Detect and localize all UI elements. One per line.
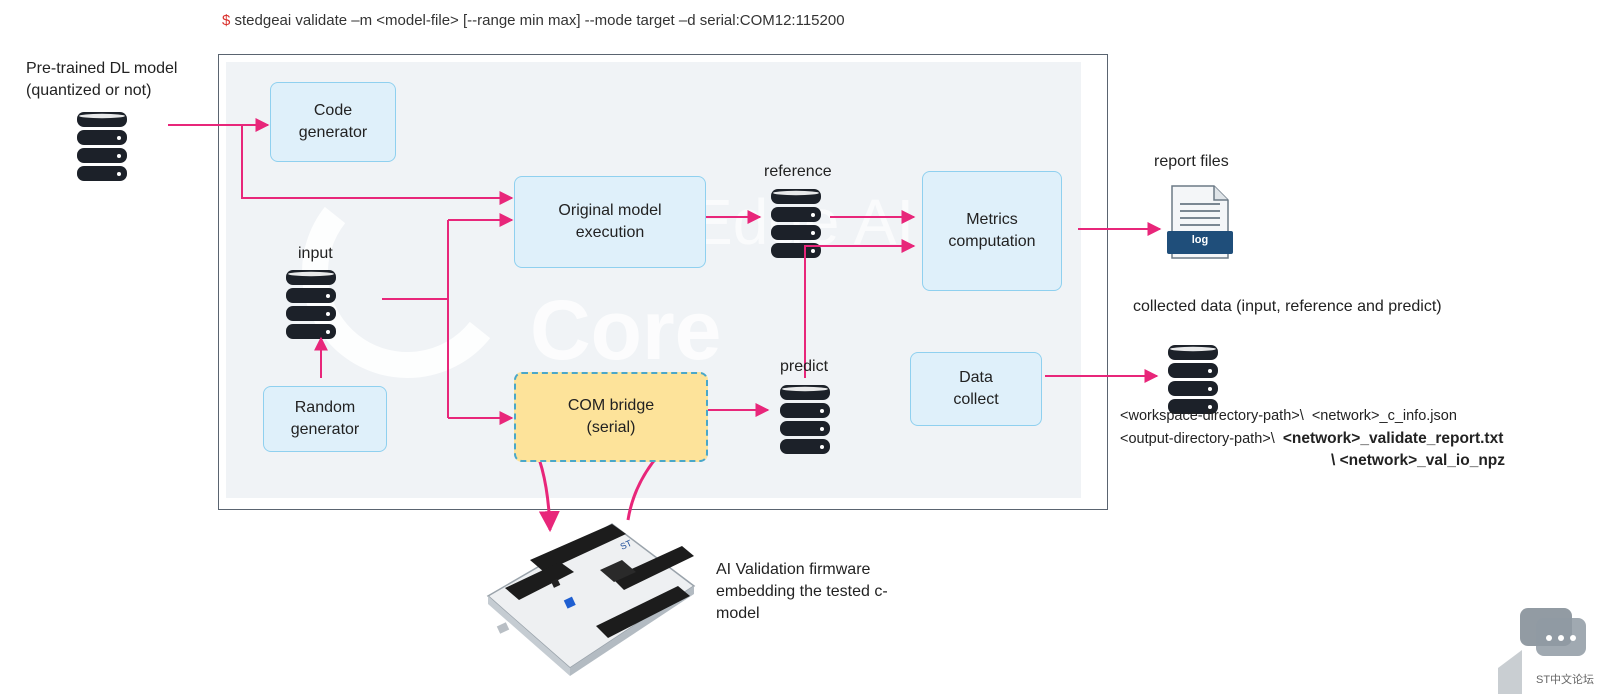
metrics-computation-label: Metrics computation <box>948 211 1036 250</box>
data-collect-box: Data collect <box>910 352 1042 426</box>
watermark-ring-icon <box>301 206 491 378</box>
nucleo-board-icon: ST <box>486 523 696 676</box>
random-generator-label: Random generator <box>290 399 360 438</box>
reference-database-icon <box>771 189 821 258</box>
reference-label: reference <box>764 163 832 180</box>
arrow-predict-to-metrics <box>804 239 916 378</box>
log-badge: log <box>1191 234 1209 246</box>
arrow-model-to-original-execution <box>241 125 514 205</box>
pretrained-model-database-icon <box>77 112 127 181</box>
forum-chat-icon <box>1498 608 1586 694</box>
watermark-core: Core <box>530 283 722 377</box>
workspace-path-prefix: <workspace-directory-path>\ <box>1120 408 1312 424</box>
report-files-label: report files <box>1154 153 1229 170</box>
workspace-path-file: <network>_c_info.json <box>1311 408 1457 424</box>
data-collect-label: Data collect <box>953 369 999 408</box>
command-line: $ stedgeai validate –m <model-file> [--r… <box>222 12 845 29</box>
command-text: stedgeai validate –m <model-file> [--ran… <box>230 12 845 29</box>
com-bridge-sublabel: (serial) <box>586 419 636 436</box>
pretrained-model-label-line1: Pre-trained DL model <box>26 60 178 77</box>
collected-data-label: collected data (input, reference and pre… <box>1133 298 1442 315</box>
firmware-label: AI Validation firmware embedding the tes… <box>716 561 888 622</box>
output-path-prefix: <output-directory-path>\ <box>1120 431 1283 447</box>
metrics-computation-box: Metrics computation <box>922 171 1062 291</box>
original-model-execution-box: Original model execution <box>514 176 706 268</box>
log-file-icon <box>1167 185 1233 259</box>
pretrained-model-label-line2: (quantized or not) <box>26 82 152 99</box>
output-path-npz-file: \ <network>_val_io_npz <box>1331 452 1506 469</box>
output-path-report-file: <network>_validate_report.txt <box>1282 430 1504 447</box>
forum-watermark-text: ST中文论坛 <box>1536 674 1595 686</box>
input-label: input <box>298 245 333 262</box>
svg-text:ST: ST <box>619 538 634 552</box>
predict-database-icon <box>780 385 830 454</box>
random-generator-box: Random generator <box>263 386 387 452</box>
com-bridge-label: COM bridge <box>567 397 655 414</box>
command-prompt: $ <box>222 12 231 29</box>
predict-label: predict <box>780 358 829 375</box>
workspace-path-line: <workspace-directory-path>\ <network>_c_… <box>1120 406 1457 427</box>
pretrained-model-label: Pre-trained DL model (quantized or not) <box>26 58 177 102</box>
code-generator-box: Code generator <box>270 82 396 162</box>
code-generator-label: Code generator <box>298 102 368 141</box>
output-path-line: <output-directory-path>\ <network>_valid… <box>1120 428 1503 450</box>
com-bridge-box: COM bridge (serial) <box>514 372 708 462</box>
collected-data-database-icon <box>1168 345 1218 414</box>
original-model-execution-label: Original model execution <box>558 202 662 241</box>
